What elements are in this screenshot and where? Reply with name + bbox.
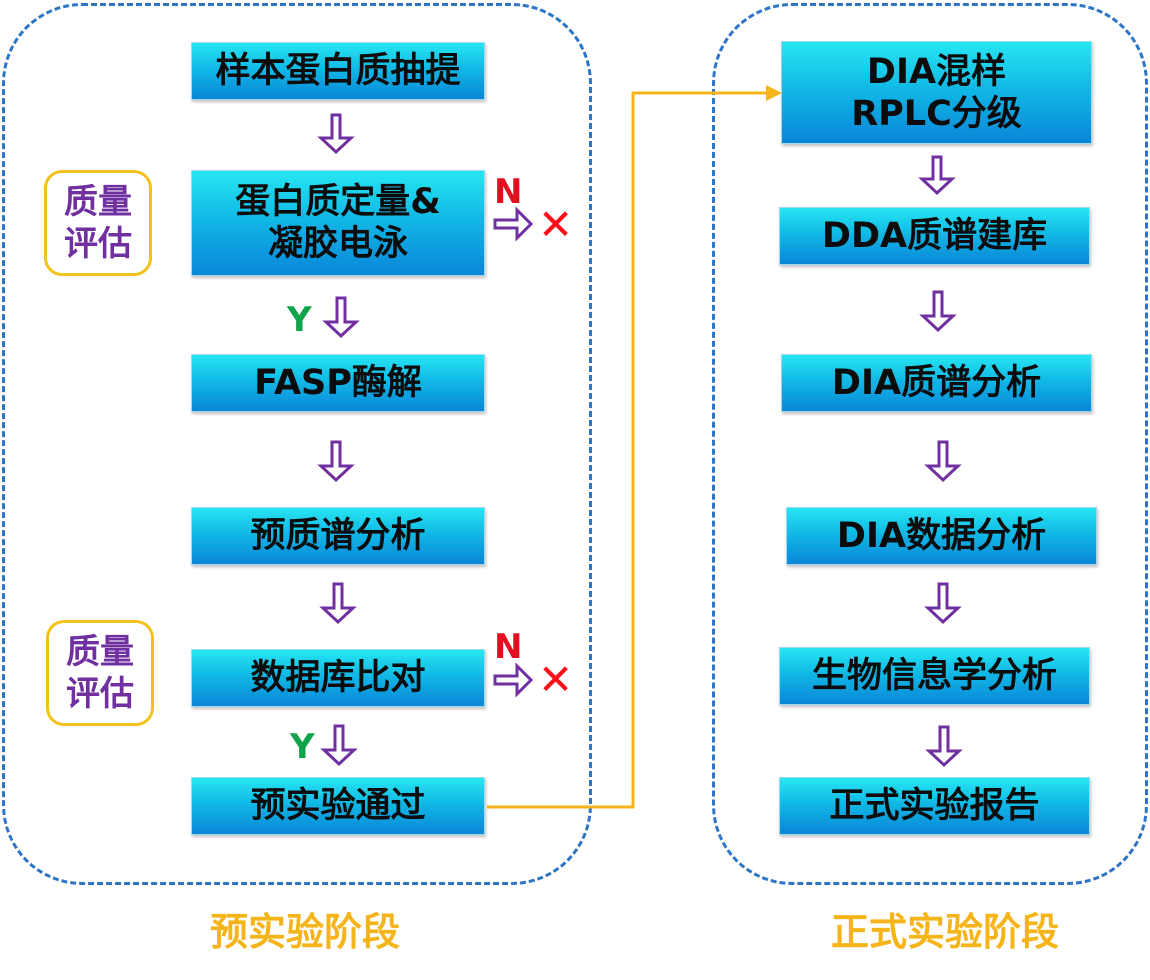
cross-icon: ✕: [538, 200, 574, 249]
hollow-down-arrow-icon: [320, 724, 358, 767]
no-label: N: [494, 627, 523, 667]
step-formal-report: 正式实验报告: [779, 777, 1090, 835]
quality-check-box: 质量 评估: [44, 170, 152, 276]
pre-stage-label: 预实验阶段: [209, 910, 400, 954]
hollow-down-arrow-icon: [322, 296, 360, 339]
hollow-down-arrow-icon: [919, 290, 957, 333]
hollow-right-arrow-icon: [493, 206, 534, 242]
step-dia-pooling-rplc: DIA混样 RPLC分级: [781, 41, 1092, 144]
step-database-search: 数据库比对: [191, 649, 485, 707]
stage-connector-arrow: [487, 91, 768, 809]
hollow-down-arrow-icon: [317, 440, 355, 483]
yes-label: Y: [290, 727, 315, 767]
step-pre-ms-analysis: 预质谱分析: [191, 507, 485, 565]
step-quantification-electrophoresis: 蛋白质定量& 凝胶电泳: [191, 170, 485, 276]
hollow-down-arrow-icon: [924, 582, 962, 625]
hollow-right-arrow-icon: [493, 662, 534, 698]
step-bioinformatics-analysis: 生物信息学分析: [779, 647, 1090, 705]
formal-stage-panel: [712, 3, 1148, 885]
hollow-down-arrow-icon: [925, 725, 963, 768]
step-dia-data-analysis: DIA数据分析: [786, 507, 1097, 565]
step-pre-experiment-passed: 预实验通过: [191, 777, 485, 835]
stage-connector-arrowhead: [766, 85, 782, 101]
hollow-down-arrow-icon: [319, 582, 357, 625]
step-fasp-digestion: FASP酶解: [191, 354, 485, 412]
pre-stage-panel: [2, 3, 592, 885]
hollow-down-arrow-icon: [924, 440, 962, 483]
yes-label: Y: [287, 300, 312, 340]
step-dia-ms-analysis: DIA质谱分析: [781, 354, 1092, 412]
hollow-down-arrow-icon: [918, 155, 956, 196]
no-label: N: [494, 172, 523, 212]
quality-check-box: 质量 评估: [46, 620, 154, 726]
formal-stage-label: 正式实验阶段: [830, 910, 1059, 954]
hollow-down-arrow-icon: [317, 113, 355, 155]
step-dda-library: DDA质谱建库: [779, 207, 1090, 265]
step-protein-extraction: 样本蛋白质抽提: [191, 42, 485, 100]
cross-icon: ✕: [538, 655, 574, 704]
